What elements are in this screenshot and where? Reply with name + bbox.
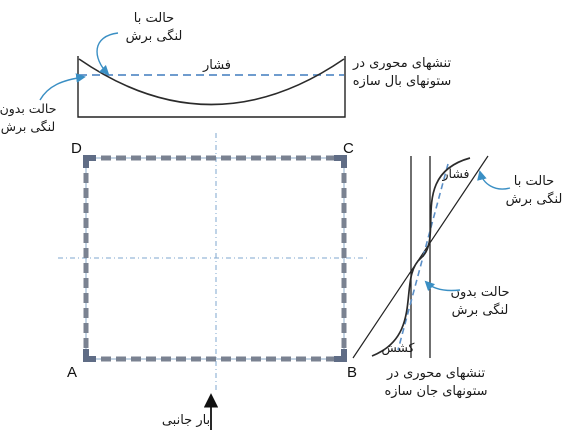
flange-stress-frame [77, 56, 346, 118]
web-caption-line-2: ستونهای جان سازه [384, 384, 487, 399]
web-without-shear-lag-arrow [424, 280, 461, 292]
web-without-shear-lag-label-2: لنگی برش [452, 302, 509, 318]
flange-without-shear-lag-label-2: لنگی برش [1, 119, 56, 135]
flange-caption-line-2: ستونهای بال سازه [353, 74, 452, 89]
flange-with-shear-lag-label-2: لنگی برش [126, 28, 183, 44]
lateral-load-label: بار جانبی [162, 413, 210, 428]
web-linear-stress-line [352, 155, 489, 359]
flange-stress-panel: فشار حالت با لنگی برش حالت بدون لنگی برش… [0, 11, 451, 135]
web-stress-panel: فشار کشش حالت با لنگی برش حالت بدون لنگی… [352, 155, 563, 399]
web-tension-label: کشش [381, 340, 414, 356]
corner-column-c [334, 155, 347, 168]
web-with-shear-lag-label-1: حالت با [514, 174, 554, 189]
web-with-shear-lag-arrow [477, 170, 511, 190]
corner-column-a [83, 349, 96, 362]
flange-without-shear-lag-arrow [39, 73, 86, 101]
web-compression-label: فشار [442, 166, 470, 182]
corner-column-d [83, 155, 96, 168]
corner-label-b: B [347, 364, 357, 381]
corner-column-b [334, 349, 347, 362]
flange-caption-line-1: تنشهای محوری در [352, 56, 452, 71]
flange-compression-label: فشار [202, 58, 231, 73]
web-no-shear-lag-line [397, 163, 449, 351]
flange-without-shear-lag-label-1: حالت بدون [0, 101, 56, 117]
shear-lag-curve [78, 58, 345, 106]
web-caption-line-1: تنشهای محوری در [386, 366, 486, 381]
corner-label-d: D [71, 140, 82, 157]
corner-label-a: A [67, 364, 77, 381]
building-plan: D C A B بار جانبی [58, 133, 368, 430]
web-with-shear-lag-label-2: لنگی برش [506, 191, 563, 207]
web-without-shear-lag-label-1: حالت بدون [450, 285, 509, 300]
flange-with-shear-lag-arrow [96, 32, 119, 76]
web-shear-lag-curve [371, 157, 471, 357]
flange-with-shear-lag-label-1: حالت با [134, 11, 174, 26]
corner-label-c: C [343, 140, 354, 157]
